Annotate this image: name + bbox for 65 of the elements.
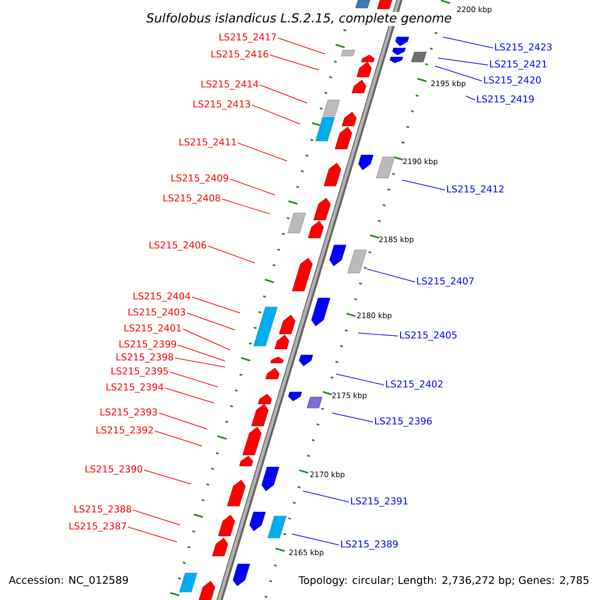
gene-label: LS215_2401 — [124, 324, 181, 334]
leader-line — [222, 198, 270, 214]
leader-line — [302, 490, 350, 502]
leader-line — [466, 96, 476, 100]
leader-line — [278, 38, 326, 54]
gene-label: LS215_2417 — [220, 33, 276, 43]
gene-label: LS215_2404 — [134, 292, 190, 302]
gene-label: LS215_2423 — [495, 43, 552, 53]
gene-label: LS215_2412 — [447, 185, 504, 195]
leader-line — [170, 372, 218, 388]
title: Sulfolobus islandicus L.S.2.15, complete genome — [145, 12, 453, 26]
info-text: Accession: NC_012589 — [8, 576, 128, 586]
gene-label: LS215_2389 — [341, 540, 398, 550]
gene-label: LS215_2388 — [74, 505, 132, 515]
leader-line — [132, 510, 180, 526]
gene-label: LS215_2408 — [164, 194, 220, 204]
gene-label: LS215_2409 — [172, 174, 228, 184]
leader-line — [402, 180, 446, 190]
leader-line — [434, 66, 482, 82]
leader-line — [252, 104, 300, 124]
leader-line — [270, 54, 320, 70]
gene-label: LS215_2390 — [86, 465, 142, 475]
leader-line — [128, 526, 178, 542]
gene-label: LS215_2406 — [150, 241, 206, 251]
leader-line — [292, 534, 340, 546]
leader-line — [192, 296, 240, 314]
gene-label: LS215_2402 — [386, 380, 442, 390]
leader-line — [154, 430, 202, 446]
leader-line — [442, 36, 494, 48]
leader-line — [230, 178, 276, 196]
leader-line — [366, 268, 416, 282]
gene-label: LS215_2413 — [194, 100, 250, 110]
gene-label: LS215_2405 — [400, 331, 457, 341]
leader-line — [438, 58, 488, 66]
gene-label: LS215_2387 — [70, 522, 126, 532]
gene-label: LS215_2421 — [490, 60, 546, 70]
leader-line — [260, 84, 308, 104]
leader-line — [182, 328, 230, 350]
gene-label: LS215_2394 — [106, 383, 164, 393]
leader-line — [208, 246, 256, 264]
leader-line — [336, 374, 384, 386]
gene-label: LS215_2414 — [202, 80, 258, 90]
gene-label: LS215_2392 — [96, 426, 153, 436]
gene-label: LS215_2403 — [128, 308, 186, 318]
gene-label: LS215_2393 — [100, 408, 158, 418]
leader-line — [332, 412, 374, 422]
gene-label: LS215_2398 — [116, 353, 174, 363]
gene-label: LS215_2395 — [112, 367, 168, 377]
leader-line — [164, 388, 214, 404]
leader-line — [158, 412, 208, 430]
info-text: Topology: circular; Length: 2,736,272 bp; Genes: 2,785 — [298, 576, 588, 586]
gene-label: LS215_2419 — [477, 95, 534, 105]
leader-line — [238, 142, 288, 162]
leader-line — [178, 344, 226, 362]
gene-label: LS215_2391 — [351, 497, 408, 507]
gene-label: LS215_2411 — [180, 138, 236, 148]
leader-line — [144, 470, 192, 484]
gene-label: LS215_2420 — [484, 76, 541, 86]
gene-label: LS215_2396 — [375, 417, 432, 427]
leader-line — [186, 312, 236, 330]
gene-label: LS215_2416 — [212, 50, 268, 60]
gene-label: LS215_2407 — [417, 277, 474, 287]
leader-line — [358, 332, 398, 336]
gene-label: LS215_2399 — [120, 340, 176, 350]
leader-line — [174, 358, 226, 368]
